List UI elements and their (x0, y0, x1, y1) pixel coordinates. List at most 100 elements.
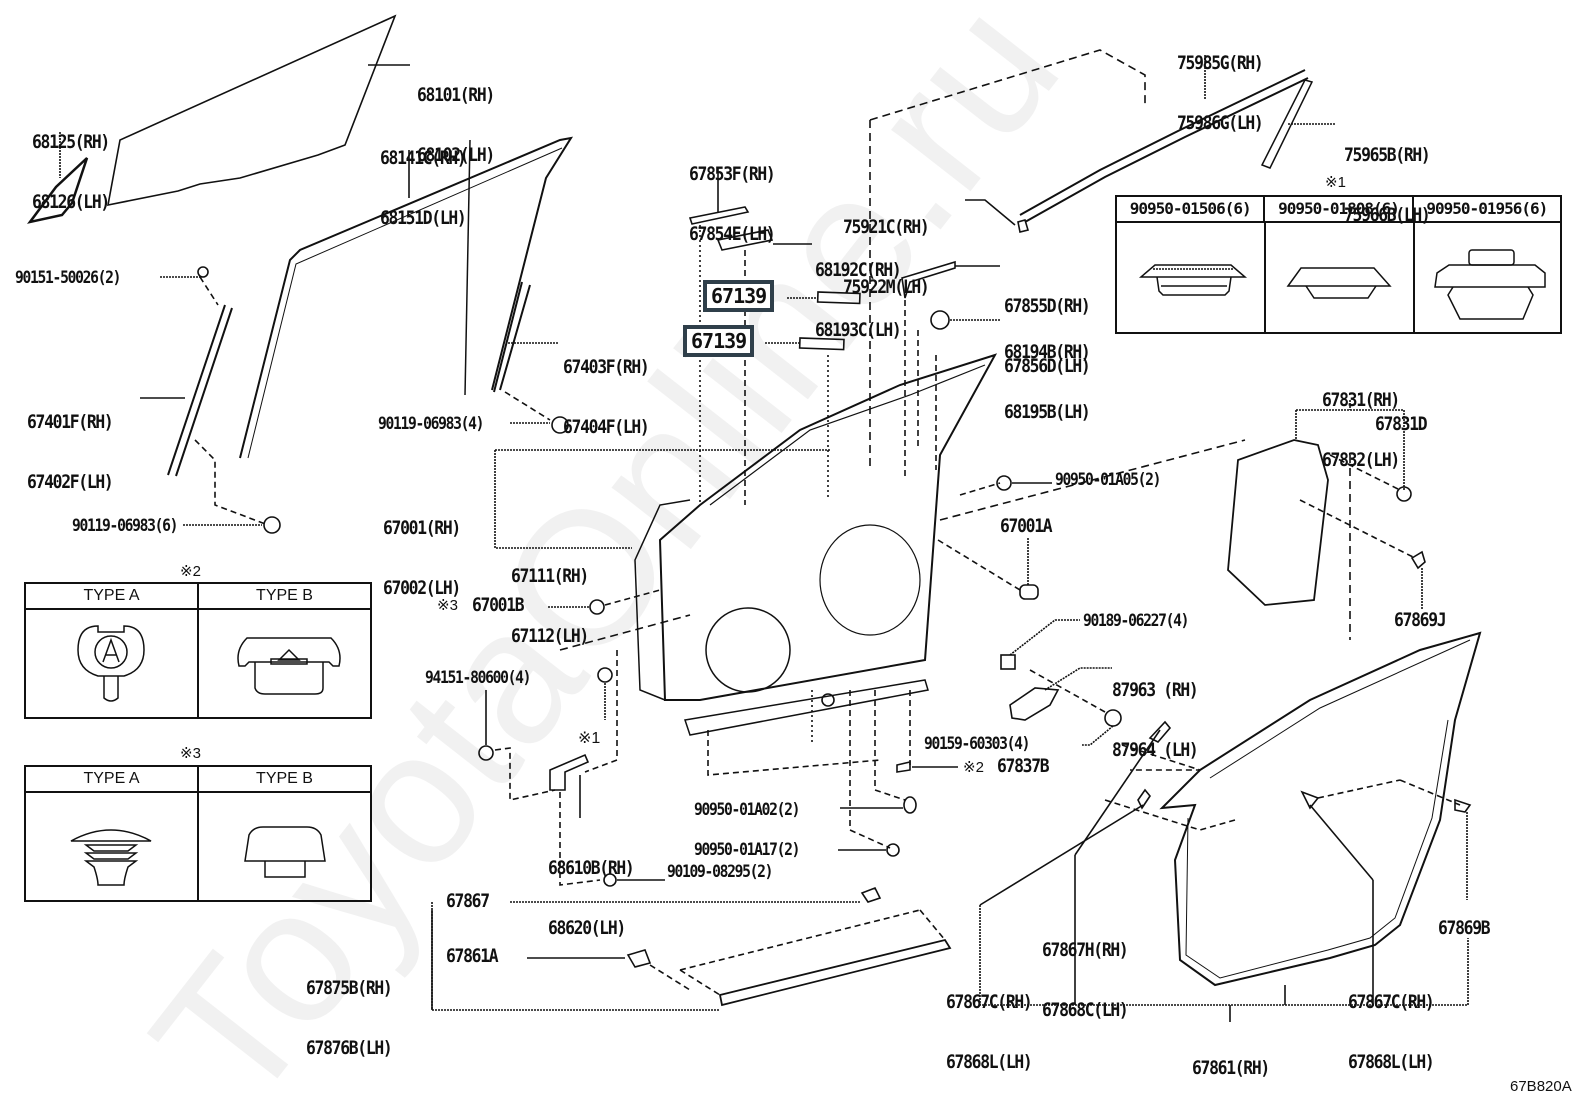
label-plug-a17[interactable]: 90950-01A17(2) (694, 840, 800, 860)
table-note2-header[interactable]: TYPE A (83, 587, 140, 604)
part-number[interactable]: 68125(RH) (32, 131, 110, 153)
label-nut-90189[interactable]: 90189-06227(4) (1083, 611, 1189, 631)
label-door-weatherstrip[interactable]: 67861(RH) 67862(LH) (1192, 1018, 1270, 1099)
label-screw-90159[interactable]: 90159-60303(4) (924, 734, 1030, 754)
part-number[interactable]: 68192C(RH) (815, 259, 902, 281)
part-number[interactable]: 67868L(LH) (1348, 1051, 1435, 1073)
part-number[interactable]: 68193C(LH) (815, 319, 902, 341)
label-glass-run[interactable]: 68141C(RH) 68151D(LH) (380, 108, 467, 268)
label-hinge-check[interactable]: 68610B(RH) 68620(LH) (548, 818, 635, 978)
label-front-door-glass[interactable]: 68101(RH) 68102(LH) (417, 45, 495, 205)
label-cover-67855[interactable]: 67855D(RH) 67856D(LH) (1004, 256, 1091, 416)
part-number[interactable]: 67853F(RH) (689, 163, 776, 185)
label-screw-90151[interactable]: 90151-50026(2) (15, 268, 121, 288)
part-number[interactable]: 67856D(LH) (1004, 355, 1091, 377)
label-channel-rear[interactable]: 67403F(RH) 67404F(LH) (563, 317, 650, 477)
part-number[interactable]: 68101(RH) (417, 84, 495, 106)
part-number[interactable]: 67001(RH) (383, 517, 461, 539)
label-channel-front[interactable]: 67401F(RH) 67402F(LH) (27, 372, 114, 532)
table-note2-header[interactable]: TYPE B (197, 584, 370, 608)
part-number[interactable]: 67854E(LH) (689, 223, 776, 245)
label-clip-67867[interactable]: 67867 (446, 890, 490, 912)
part-number[interactable]: 67867C(RH) (1348, 991, 1435, 1013)
part-number[interactable]: 67401F(RH) (27, 411, 114, 433)
label-stopper-68194[interactable]: 68194B(RH) 68195B(LH) (1004, 302, 1091, 462)
label-clip-67867c-right[interactable]: 67867C(RH) 67868L(LH) (1348, 952, 1435, 1099)
label-clip-67861a[interactable]: 67861A (446, 945, 499, 967)
label-cover-67853[interactable]: 67853F(RH) 67854E(LH) (689, 124, 776, 284)
label-bolt-6[interactable]: 90119-06983(6) (72, 516, 178, 536)
label-clip-67869b[interactable]: 67869B (1438, 917, 1491, 939)
part-number[interactable]: 67403F(RH) (563, 356, 650, 378)
part-number[interactable]: 68610B(RH) (548, 857, 635, 879)
label-hole-plug-a05[interactable]: 90950-01A05(2) (1055, 470, 1161, 490)
cushion-67001b-shape (589, 599, 605, 615)
label-bracket-87963[interactable]: 87963 (RH) 87964 (LH) (1112, 640, 1199, 800)
label-cushion-67001b[interactable]: 67001B (472, 594, 525, 616)
label-clip-67869j[interactable]: 67869J (1394, 609, 1447, 631)
part-number[interactable]: 67832(LH) (1322, 449, 1400, 471)
label-bolt-90109[interactable]: 90109-08295(2) (667, 862, 773, 882)
part-number[interactable]: 68102(LH) (417, 144, 495, 166)
label-moulding-75921[interactable]: 75921C(RH) 75922M(LH) (843, 177, 930, 337)
part-number[interactable]: 75985G(RH) (1177, 52, 1264, 74)
label-service-hole-cover[interactable]: 67831(RH) 67832(LH) (1322, 350, 1400, 510)
part-number[interactable]: 68195B(LH) (1004, 401, 1091, 423)
label-bolt-4[interactable]: 90119-06983(4) (378, 414, 484, 434)
part-number[interactable]: 67402F(LH) (27, 471, 114, 493)
part-number[interactable]: 67831(RH) (1322, 389, 1400, 411)
part-number[interactable]: 75986G(LH) (1177, 112, 1264, 134)
label-clip-67867c-left[interactable]: 67867C(RH) 67868L(LH) (946, 952, 1033, 1099)
part-number[interactable]: 67002(LH) (383, 577, 461, 599)
label-quarter-glass[interactable]: 68125(RH) 68126(LH) (32, 92, 110, 252)
table-note1-header[interactable]: 90950-01808(6) (1263, 197, 1411, 221)
part-number[interactable]: 67404F(LH) (563, 416, 650, 438)
clip-67867-shape (860, 886, 882, 903)
part-number[interactable]: 67868L(LH) (946, 1051, 1033, 1073)
part-number[interactable]: 67867C(RH) (946, 991, 1033, 1013)
part-number[interactable]: 75922M(LH) (843, 276, 930, 298)
part-number[interactable]: 68151D(LH) (380, 207, 467, 229)
part-number[interactable]: 67861(RH) (1192, 1057, 1270, 1079)
label-weatherstrip-68192[interactable]: 68192C(RH) 68193C(LH) (815, 220, 902, 380)
table-note3-header[interactable]: TYPE A (83, 770, 140, 787)
part-number[interactable]: 87964 (LH) (1112, 739, 1199, 761)
part-number[interactable]: 68194B(RH) (1004, 341, 1091, 363)
label-cushion-67001a[interactable]: 67001A (1000, 515, 1053, 537)
label-clip-67831d[interactable]: 67831D (1375, 413, 1428, 435)
part-number[interactable]: 67876B(LH) (306, 1037, 393, 1059)
label-plug-a02[interactable]: 90950-01A02(2) (694, 800, 800, 820)
table-note3-header[interactable]: TYPE B (197, 767, 370, 791)
label-lower-weatherstrip[interactable]: 67875B(RH) 67876B(LH) (306, 938, 393, 1098)
table-note1-header[interactable]: 90950-01956(6) (1411, 197, 1560, 221)
label-outer-panel[interactable]: 67111(RH) 67112(LH) (511, 526, 589, 686)
plug-01808-illustration (1264, 223, 1413, 332)
clip-67861a-shape (626, 949, 652, 968)
part-number[interactable]: 75965B(RH) (1344, 144, 1431, 166)
part-number[interactable]: 67112(LH) (511, 625, 589, 647)
part-number[interactable]: 87963 (RH) (1112, 679, 1199, 701)
label-moulding-75985[interactable]: 75985G(RH) 75986G(LH) (1177, 13, 1264, 173)
label-clip-67837b[interactable]: 67837B (997, 755, 1050, 777)
part-number[interactable]: 68141C(RH) (380, 147, 467, 169)
label-moulding-75965[interactable]: 75965B(RH) 75966B(LH) (1344, 105, 1431, 265)
part-number[interactable]: 67111(RH) (511, 565, 589, 587)
part-number[interactable]: 75966B(LH) (1344, 204, 1431, 226)
part-number[interactable]: 67855D(RH) (1004, 295, 1091, 317)
note-2-marker: ※2 (963, 759, 984, 776)
highlighted-part-67139[interactable]: 67139 (703, 280, 775, 312)
part-number[interactable]: 67867H(RH) (1042, 939, 1129, 961)
lower-weatherstrip-shape (718, 938, 952, 1007)
part-number[interactable]: 75921C(RH) (843, 216, 930, 238)
highlighted-part-67139[interactable]: 67139 (683, 325, 755, 357)
part-number[interactable]: 67875B(RH) (306, 977, 393, 999)
label-nut-94151[interactable]: 94151-80600(4) (425, 668, 531, 688)
part-number[interactable]: 67868C(LH) (1042, 999, 1129, 1021)
label-door-panel[interactable]: 67001(RH) 67002(LH) (383, 478, 461, 638)
label-clip-67867h[interactable]: 67867H(RH) 67868C(LH) (1042, 900, 1129, 1060)
table-note2: TYPE A TYPE B (24, 582, 372, 719)
part-number[interactable]: 68126(LH) (32, 191, 110, 213)
part-number[interactable]: 68620(LH) (548, 917, 626, 939)
clip-type-b-illustration (197, 610, 370, 717)
table-note1-header[interactable]: 90950-01506(6) (1129, 199, 1252, 218)
